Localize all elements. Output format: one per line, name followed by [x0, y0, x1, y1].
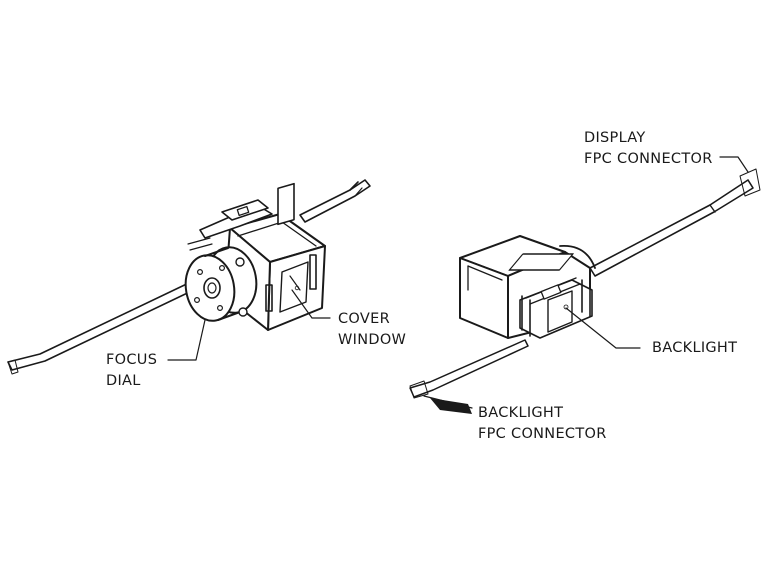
right-assembly [409, 156, 761, 414]
focus-dial-leader [167, 319, 206, 361]
display-fpc-leader [719, 156, 749, 173]
backlight-label: BACKLIGHT [652, 338, 737, 359]
backlight-fpc-connector-label-line-1: BACKLIGHT [478, 405, 564, 421]
cover-window-label-line-1: COVER [338, 311, 390, 327]
backlight-leader [565, 307, 641, 349]
backlight-fpc-connector-label: BACKLIGHT FPC CONNECTOR [478, 403, 607, 445]
focus-dial [184, 246, 258, 322]
cover-window-leader [291, 289, 331, 319]
display-ribbon-cable [589, 168, 761, 277]
focus-dial-label-line-1: FOCUS [106, 352, 158, 368]
left-assembly [7, 179, 371, 375]
backlight-ribbon-cable [409, 339, 529, 399]
backlight-fpc-connector [409, 380, 429, 399]
cover-window-label-line-2: WINDOW [338, 332, 407, 348]
right-housing [459, 235, 596, 339]
left-ribbon-cable [7, 179, 371, 375]
display-fpc-connector-label-line-1: DISPLAY [584, 130, 646, 146]
backlight-fpc-leader [423, 395, 473, 414]
cover-window-label: COVER WINDOW [338, 309, 406, 351]
backlight-label-text: BACKLIGHT [652, 340, 738, 356]
backlight-fpc-arrow [430, 398, 472, 414]
backlight-fpc-connector-label-line-2: FPC CONNECTOR [478, 426, 607, 442]
left-ribbon-tail-connector [7, 359, 19, 375]
focus-dial-label: FOCUS DIAL [106, 350, 157, 392]
display-fpc-connector-label-line-2: FPC CONNECTOR [584, 151, 713, 167]
display-fpc-connector-label: DISPLAY FPC CONNECTOR [584, 128, 713, 170]
focus-dial-label-line-2: DIAL [106, 373, 141, 389]
display-fpc-connector [739, 168, 761, 197]
